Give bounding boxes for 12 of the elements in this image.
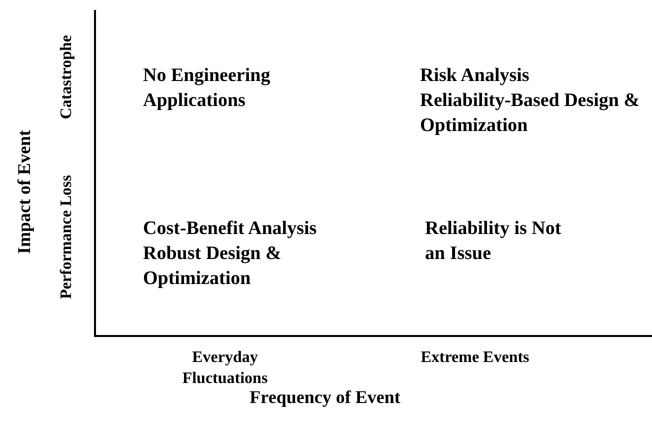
- quadrant-text: Risk Analysis: [420, 64, 530, 88]
- axis-category-label: Everyday Fluctuations: [181, 348, 269, 389]
- axis-category-label: Catastrophe: [58, 35, 76, 120]
- quadrant-text: Reliability is Not an Issue: [425, 217, 562, 266]
- axis-title: Impact of Event: [14, 130, 35, 254]
- quadrant-text: Robust Design & Optimization: [143, 242, 282, 291]
- quadrant-text: Reliability-Based Design & Optimization: [420, 89, 641, 138]
- axis-title: Frequency of Event: [248, 386, 402, 409]
- quadrant-text: No Engineering Applications: [143, 64, 272, 113]
- axis-category-label: Extreme Events: [420, 348, 530, 368]
- quadrant-text: Cost-Benefit Analysis: [143, 217, 318, 241]
- axis-category-label: Performance Loss: [58, 175, 76, 299]
